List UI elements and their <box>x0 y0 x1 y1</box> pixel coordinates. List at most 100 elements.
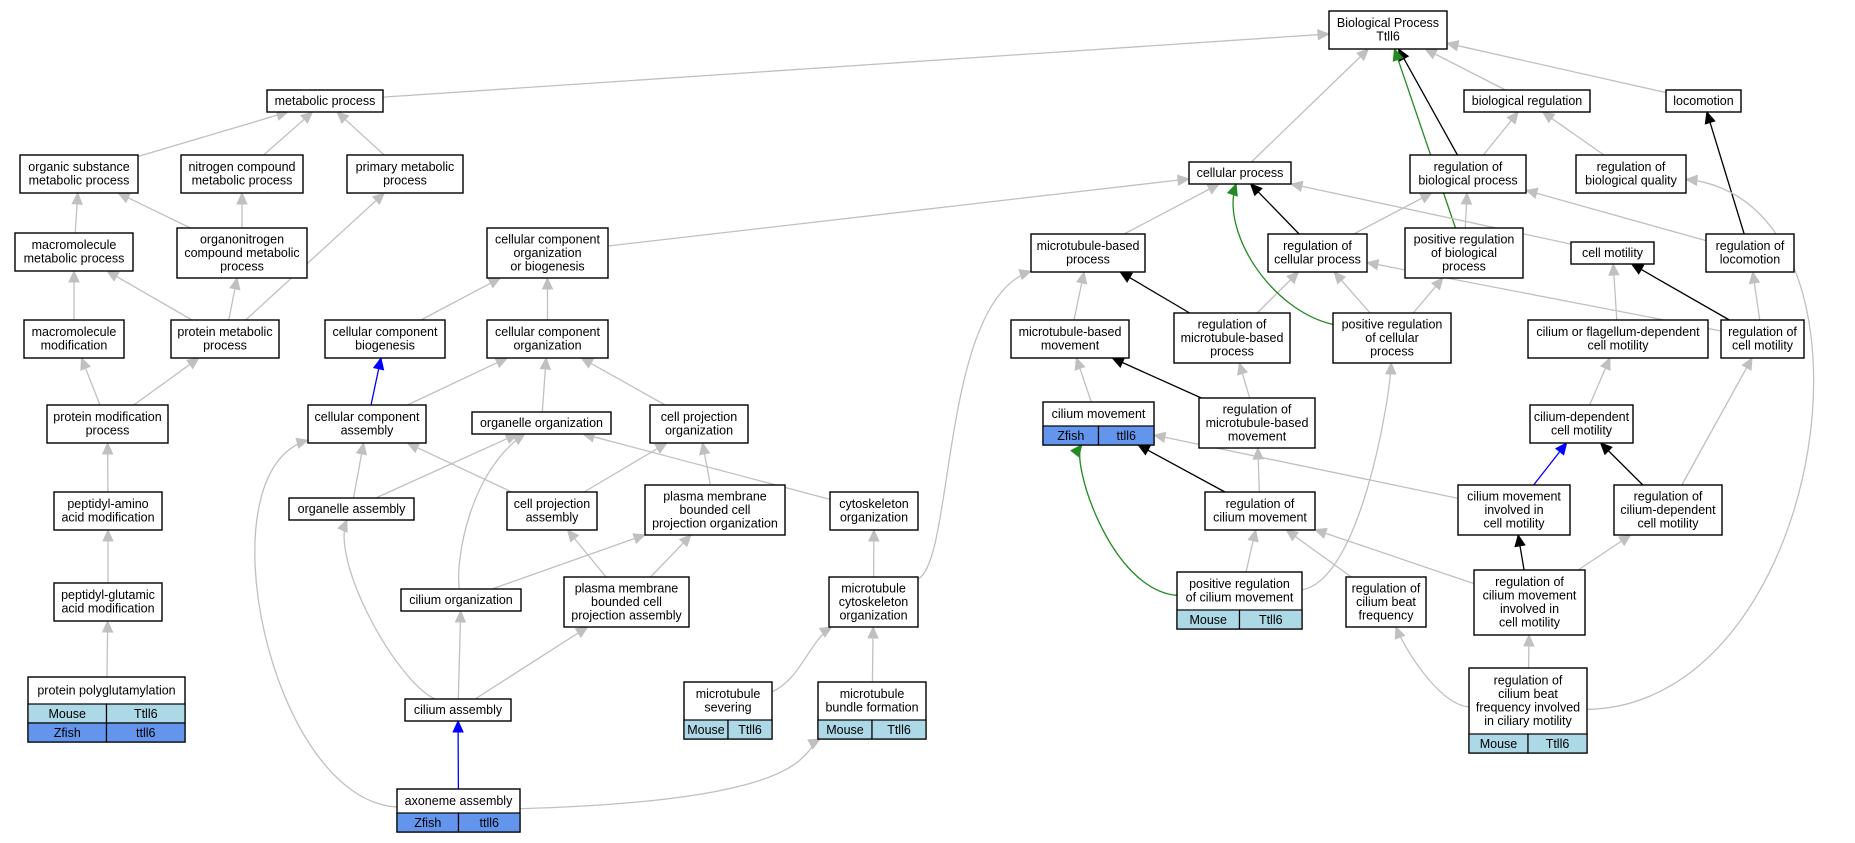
edge-arrowhead <box>1523 633 1535 647</box>
edge-arrowhead <box>1247 528 1259 543</box>
edge-reg_mt_proc-to-reg_cp <box>1256 271 1300 314</box>
edge-cilium_org-to-pm_org <box>491 533 647 590</box>
go-term-organelle_org[interactable]: organelle organization <box>471 411 612 435</box>
term-label-line: process <box>86 424 130 438</box>
term-box <box>1705 233 1795 273</box>
go-term-cell_motility[interactable]: cell motility <box>1570 241 1655 265</box>
term-box <box>1720 319 1805 359</box>
edge-organelle_asm-to-ccassembly <box>352 441 368 499</box>
edge-line <box>474 632 579 700</box>
term-label-line: cilium beat <box>1498 687 1558 701</box>
go-term-metabolic[interactable]: metabolic process <box>266 89 384 113</box>
go-term-bioreg[interactable]: biological regulation <box>1463 89 1591 113</box>
edge-ccob-to-cellular <box>607 174 1191 247</box>
term-label-line: cilium movement <box>1052 407 1146 421</box>
go-term-locomotion[interactable]: locomotion <box>1665 89 1742 113</box>
edge-line <box>1073 282 1083 321</box>
edge-arrowhead <box>1741 356 1753 371</box>
go-term-organelle_asm[interactable]: organelle assembly <box>288 497 415 521</box>
edges-layer <box>68 28 1815 810</box>
edge-reg_beat_cil-to-reg_beat <box>1394 625 1470 708</box>
term-label-line: Biological Process <box>1337 16 1439 30</box>
term-label-line: frequency <box>1359 608 1415 622</box>
gene-label: Ttll6 <box>738 723 762 737</box>
edge-line <box>1079 444 1178 597</box>
go-term-cellular[interactable]: cellular process <box>1188 161 1292 185</box>
term-box <box>346 154 464 194</box>
edge-polyglu-to-peptidyl_glu <box>101 619 114 678</box>
term-label-line: of biological <box>1431 246 1497 260</box>
edge-reg_beat_cil-to-reg_bq <box>1586 174 1815 711</box>
term-label-line: cell motility <box>1732 339 1794 353</box>
term-box <box>563 576 690 628</box>
term-label-line: microtubule-based <box>1037 239 1140 253</box>
edge-line <box>1257 458 1260 493</box>
term-label-line: biogenesis <box>355 339 415 353</box>
edge-line <box>344 118 385 156</box>
go-term-cilium_asm[interactable]: cilium assembly <box>404 698 512 722</box>
term-box <box>180 154 304 194</box>
species-label: Zfish <box>414 816 441 830</box>
term-label-line: protein metabolic <box>177 325 272 339</box>
edge-pos_reg_cp-to-pos_reg_bp <box>1412 277 1444 314</box>
term-label-line: involved in <box>1500 602 1559 616</box>
edge-reg_mt_proc-to-mt_based <box>1119 271 1190 314</box>
term-box <box>486 319 609 359</box>
term-label-line: organelle organization <box>480 416 603 430</box>
edge-reg_cilium_dep-to-cilium_dep <box>1599 442 1644 486</box>
edge-pos_reg_bp-to-reg_bp <box>1460 191 1473 229</box>
go-term-cilium_org[interactable]: cilium organization <box>400 588 522 612</box>
edge-arrowhead <box>1445 40 1460 52</box>
term-label-line: cilium movement <box>1213 511 1307 525</box>
edge-cilium_asm-to-pm_asm <box>474 626 589 700</box>
term-label-line: frequency involved <box>1476 701 1580 715</box>
term-box <box>471 411 612 435</box>
